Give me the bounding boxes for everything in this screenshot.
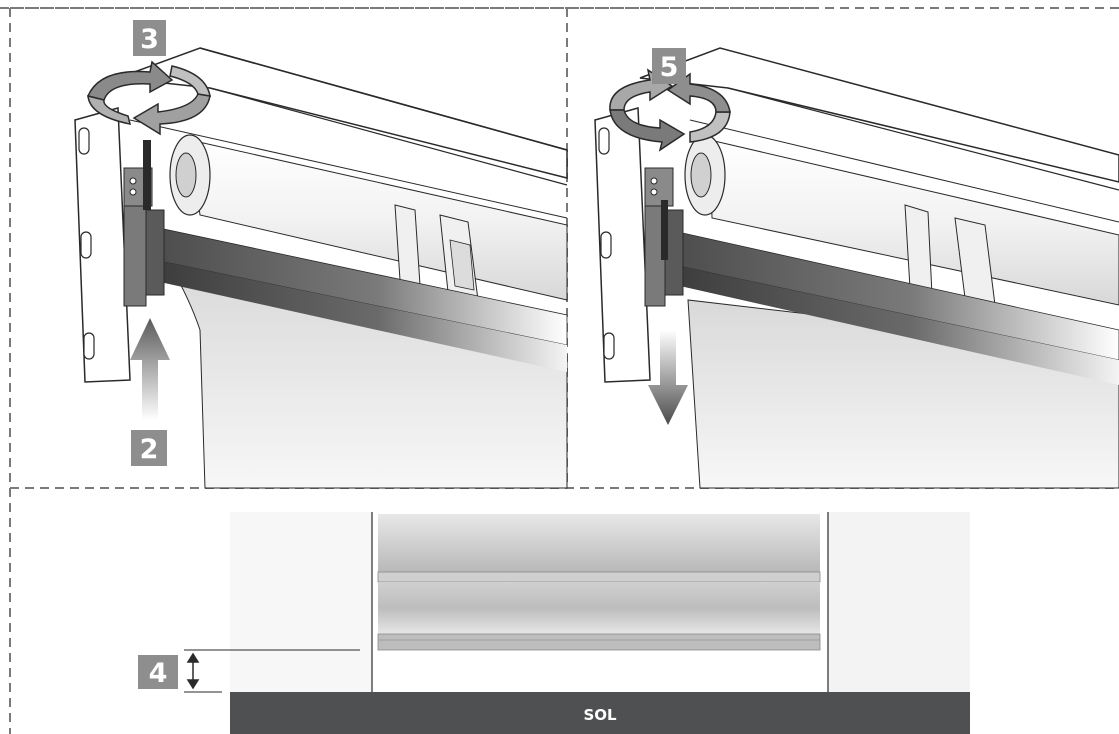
step-2-badge: 2 xyxy=(131,430,167,466)
step-5-badge: 5 xyxy=(652,48,686,84)
floor-bar xyxy=(230,692,970,734)
double-arrow-icon xyxy=(186,652,200,690)
step-4-badge: 4 xyxy=(138,655,178,689)
panel-step-2-3 xyxy=(74,47,568,489)
up-arrow-icon xyxy=(130,318,170,420)
rotate-arrows-icon xyxy=(86,60,211,136)
step-5-label: 5 xyxy=(660,52,679,83)
step-3-badge: 3 xyxy=(133,20,166,56)
panel-step-4: SOL xyxy=(184,512,970,734)
step-3-label: 3 xyxy=(140,24,159,55)
step-4-label: 4 xyxy=(149,658,168,689)
panel-step-5 xyxy=(594,47,1119,489)
floor-label: SOL xyxy=(583,706,617,724)
step-2-label: 2 xyxy=(140,434,159,465)
down-arrow-icon xyxy=(648,330,688,425)
